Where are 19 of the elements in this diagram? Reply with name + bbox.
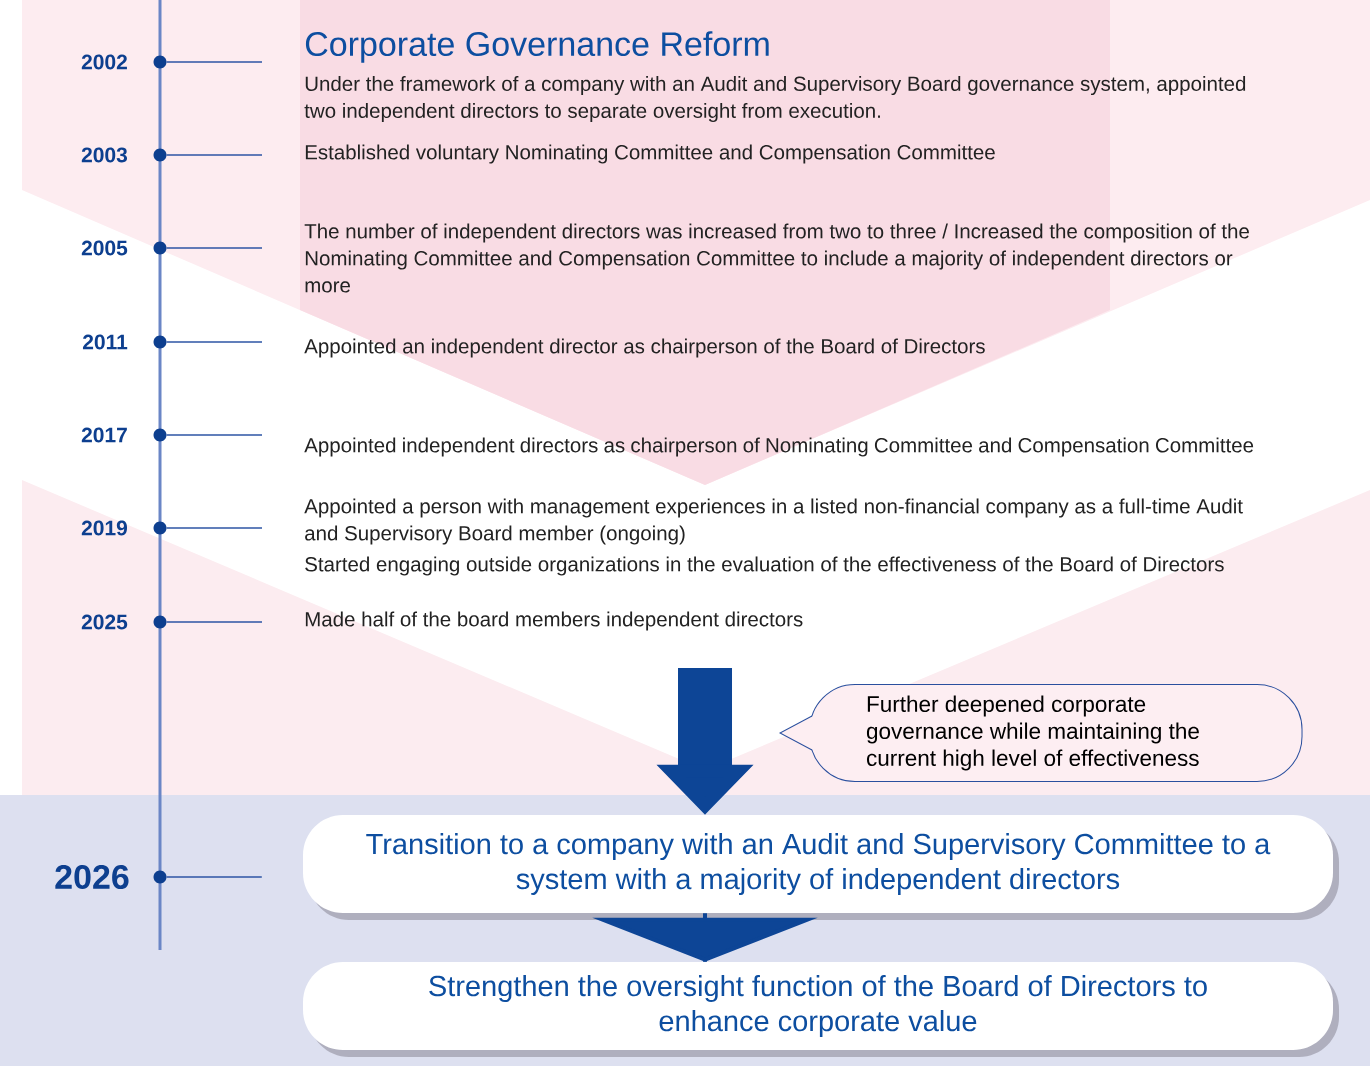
speech-bubble: Further deepened corporate governance while maintaining the current high level of effectiveness [779, 684, 1303, 782]
event-text: Made half of the board members independent directors [305, 611, 803, 631]
event-text: Appointed independent directors as chairperson of Nominating Committee and Compensation Committee [304, 437, 1254, 457]
event-text: Appointed a person with management experiences in a listed non-financial company as a full-time Audit and Supervisory Board member (ongoing) Started engaging outside organizations in the evaluation of the effectiveness of the Board of Directors [304, 498, 1243, 576]
title: Corporate Governance Reform [305, 31, 769, 63]
connector-line [165, 527, 263, 529]
event-text: Under the framework of a company with an Audit and Supervisory Board governance system, appointed two independent directors to separate oversight from execution. [304, 75, 1246, 123]
connector-line [165, 621, 263, 623]
connector-line [165, 876, 263, 878]
result-box: Transition to a company with an Audit and Supervisory Committee to a system with a majority of independent directors [303, 815, 1339, 920]
event-text: The number of independent directors was increased from two to three / Increased the composition of the Nominating Committee and Compensation Committee to include a majority of independent directors or more [304, 223, 1249, 293]
connector-line [165, 61, 263, 63]
connector-line [165, 434, 263, 436]
connector-line [165, 341, 263, 343]
event-text: Appointed an independent director as chairperson of the Board of Directors [304, 338, 985, 358]
connector-line [165, 154, 263, 156]
event-text: Established voluntary Nominating Committee and Compensation Committee [305, 144, 995, 164]
result-box: Strengthen the oversight function of the Board of Directors to enhance corporate value [303, 962, 1339, 1057]
connector-line [165, 247, 263, 249]
